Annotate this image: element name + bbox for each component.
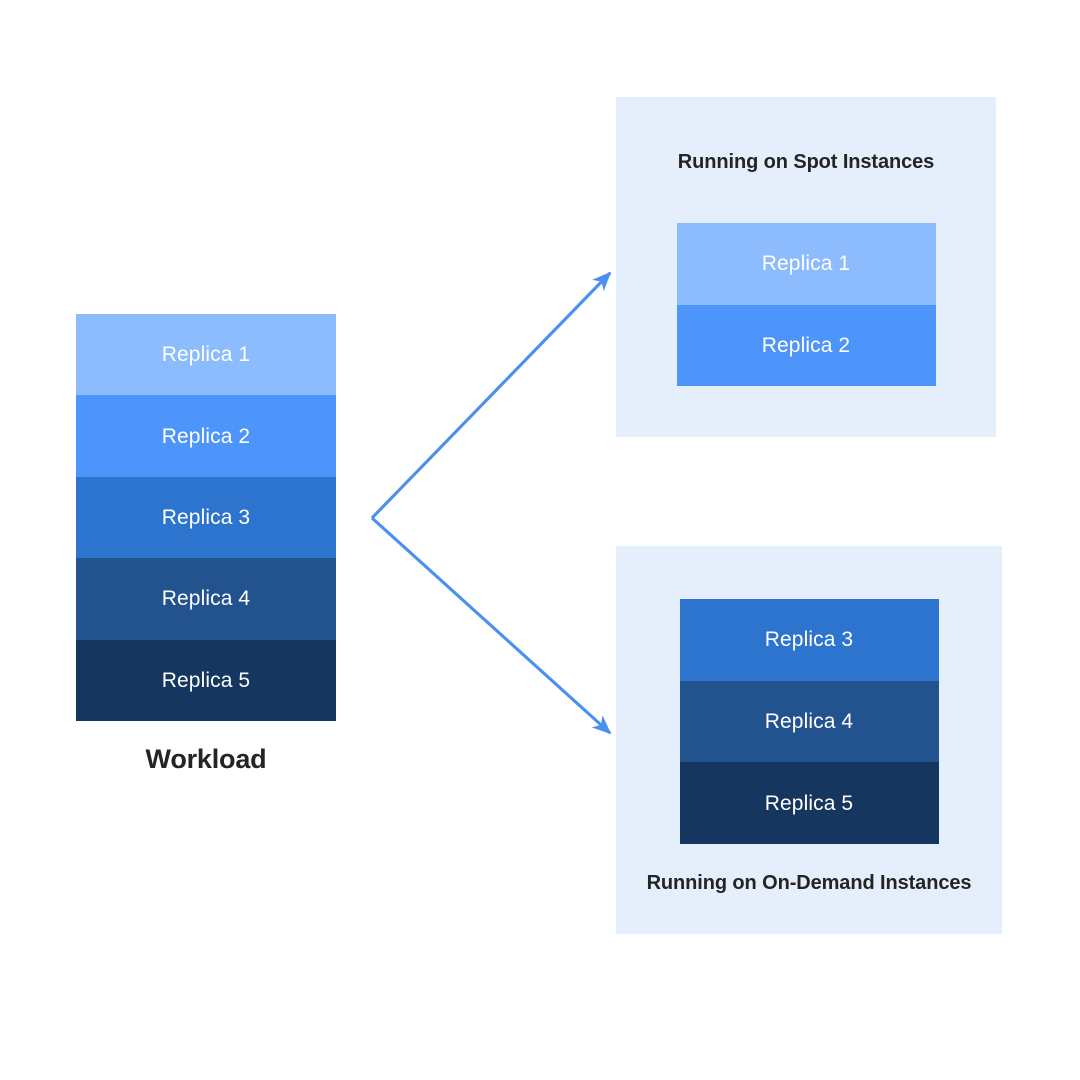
ondemand-replica-4[interactable]: Replica 4 bbox=[679, 680, 939, 763]
replica-label: Replica 4 bbox=[764, 710, 854, 733]
ondemand-replica-5[interactable]: Replica 5 bbox=[679, 762, 939, 845]
workload-group: Replica 1 Replica 2 Replica 3 Replica 4 … bbox=[76, 314, 336, 775]
workload-replica-stack: Replica 1 Replica 2 Replica 3 Replica 4 … bbox=[76, 314, 336, 722]
replica-label: Replica 1 bbox=[761, 252, 851, 276]
ondemand-replica-3[interactable]: Replica 3 bbox=[679, 599, 939, 681]
workload-caption: Workload bbox=[145, 744, 267, 774]
replica-label: Replica 3 bbox=[161, 506, 251, 530]
replica-label: Replica 5 bbox=[764, 791, 854, 815]
spot-replica-1[interactable]: Replica 1 bbox=[676, 223, 936, 305]
ondemand-instances-panel: Replica 3 Replica 4 Replica 5 Running on… bbox=[616, 546, 1002, 934]
workload-replica-4[interactable]: Replica 4 bbox=[76, 558, 336, 640]
replica-label: Replica 3 bbox=[764, 628, 854, 652]
spot-instances-title: Running on Spot Instances bbox=[677, 151, 935, 173]
workload-replica-3[interactable]: Replica 3 bbox=[76, 476, 336, 559]
replica-label: Replica 5 bbox=[161, 668, 251, 692]
arrow-workload-to-ondemand bbox=[370, 516, 612, 735]
workload-replica-5[interactable]: Replica 5 bbox=[76, 639, 336, 722]
spot-replica-stack: Replica 1 Replica 2 bbox=[676, 223, 936, 386]
ondemand-instances-title: Running on On-Demand Instances bbox=[646, 872, 972, 894]
replica-label: Replica 1 bbox=[161, 343, 251, 367]
arrow-workload-to-spot bbox=[370, 271, 612, 520]
replica-label: Replica 4 bbox=[161, 587, 251, 611]
workload-replica-2[interactable]: Replica 2 bbox=[76, 395, 336, 477]
spot-instances-panel: Running on Spot Instances Replica 1 Repl… bbox=[616, 97, 996, 437]
workload-replica-1[interactable]: Replica 1 bbox=[76, 314, 336, 396]
ondemand-replica-stack: Replica 3 Replica 4 Replica 5 bbox=[679, 599, 939, 845]
replica-label: Replica 2 bbox=[161, 424, 251, 448]
spot-replica-2[interactable]: Replica 2 bbox=[676, 304, 936, 386]
replica-label: Replica 2 bbox=[761, 333, 851, 357]
